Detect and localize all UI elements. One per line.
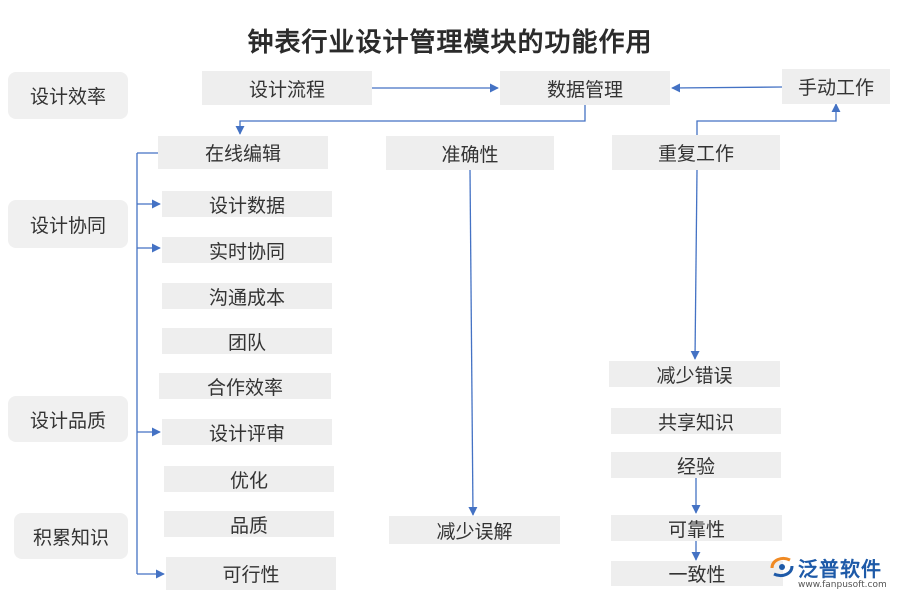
- node-team: 团队: [162, 328, 332, 354]
- side-label-design-collaboration: 设计协同: [8, 200, 128, 248]
- node-reliability: 可靠性: [611, 515, 782, 541]
- node-online-edit: 在线编辑: [158, 136, 328, 169]
- node-experience: 经验: [611, 452, 781, 478]
- node-design-data: 设计数据: [162, 191, 332, 217]
- arrow-manual-to-data: [671, 83, 783, 93]
- logo-mark-icon: [770, 556, 794, 578]
- side-label-accumulate-knowledge: 积累知识: [14, 513, 128, 559]
- node-reduce-errors: 减少错误: [609, 361, 780, 387]
- brand-logo: 泛普软件 www.fanpusoft.com: [768, 552, 894, 594]
- node-share-knowledge: 共享知识: [611, 408, 781, 434]
- node-data-management: 数据管理: [500, 71, 670, 105]
- side-label-design-quality: 设计品质: [8, 396, 128, 442]
- node-realtime-collab: 实时协同: [162, 237, 332, 263]
- arrow-repeat-to-errors: [690, 169, 700, 360]
- node-manual-work: 手动工作: [782, 69, 890, 104]
- arrow-data-to-edit: [235, 105, 586, 135]
- node-feasibility: 可行性: [166, 557, 336, 590]
- node-design-flow: 设计流程: [202, 71, 372, 105]
- logo-url: www.fanpusoft.com: [798, 580, 887, 590]
- node-communication-cost: 沟通成本: [162, 283, 332, 309]
- node-quality: 品质: [164, 511, 334, 537]
- node-cooperation-efficiency: 合作效率: [159, 373, 331, 399]
- side-label-design-efficiency: 设计效率: [8, 72, 128, 119]
- node-reduce-misunderstanding: 减少误解: [389, 516, 560, 544]
- node-repetitive-work: 重复工作: [612, 135, 780, 170]
- arrow-repeat-to-manual: [696, 103, 841, 135]
- node-consistency: 一致性: [611, 561, 783, 586]
- node-accuracy: 准确性: [386, 136, 554, 170]
- arrow-accuracy-to-misunderstanding: [468, 169, 478, 516]
- logo-name: 泛普软件: [798, 557, 882, 581]
- node-optimization: 优化: [164, 466, 334, 492]
- diagram-title: 钟表行业设计管理模块的功能作用: [247, 28, 653, 58]
- node-design-review: 设计评审: [162, 419, 332, 445]
